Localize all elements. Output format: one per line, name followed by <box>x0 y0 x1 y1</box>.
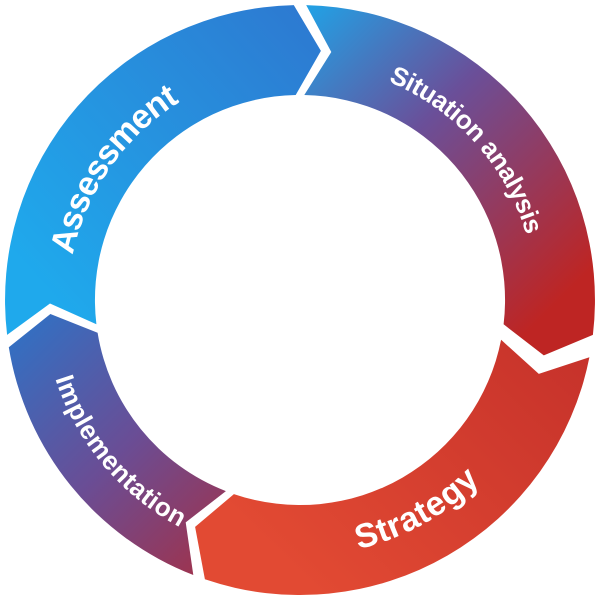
cycle-segments <box>5 5 595 596</box>
segment-situation-analysis <box>304 5 595 356</box>
segment-assessment <box>5 5 321 335</box>
segment-implementation <box>8 314 226 575</box>
segment-strategy <box>195 339 590 596</box>
